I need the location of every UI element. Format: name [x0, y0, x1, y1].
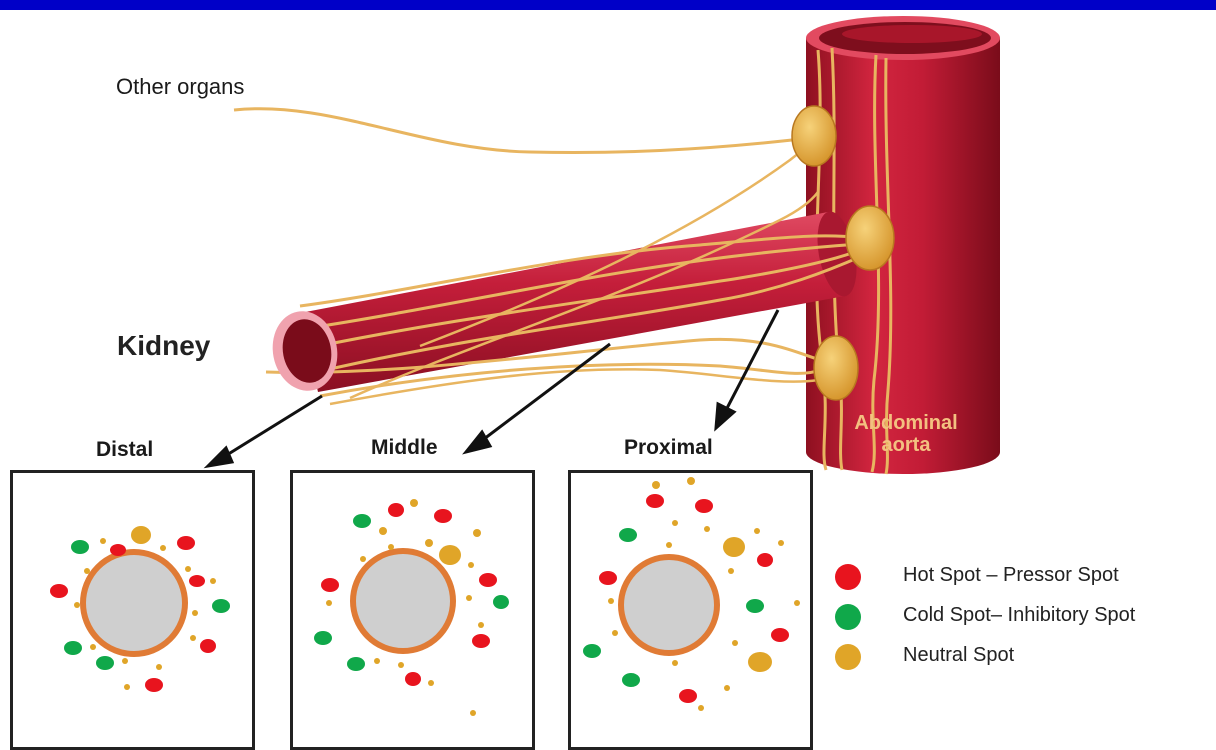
red-dot-icon [835, 564, 861, 590]
arrow-distal-head [208, 448, 232, 466]
label-abdominal-aorta: Abdominal aorta [826, 412, 986, 456]
arrow-distal [222, 396, 322, 458]
ganglion-middle [846, 206, 894, 270]
label-other-organs: Other organs [116, 74, 244, 100]
cross-section-distal [10, 470, 255, 750]
label-aorta-line2: aorta [882, 434, 931, 456]
artery-lumen [621, 557, 717, 653]
artery-lumen [353, 551, 453, 651]
label-proximal: Proximal [624, 436, 713, 460]
arrow-proximal [724, 310, 778, 414]
cross-section-proximal [568, 470, 813, 750]
proximal-diagram [571, 473, 811, 748]
legend-label-cold-spot: Cold Spot– Inhibitory Spot [903, 604, 1135, 627]
orange-dot-icon [835, 644, 861, 670]
cross-section-middle [290, 470, 535, 750]
arrow-proximal-head [716, 404, 734, 428]
green-dot-icon [835, 604, 861, 630]
legend-label-neutral-spot: Neutral Spot [903, 644, 1014, 667]
artery-lumen [83, 552, 185, 654]
label-distal: Distal [96, 438, 153, 462]
label-aorta-line1: Abdominal [854, 412, 957, 434]
ganglion-upper [792, 106, 836, 166]
legend-label-hot-spot: Hot Spot – Pressor Spot [903, 564, 1119, 587]
distal-diagram [13, 473, 253, 748]
label-middle: Middle [371, 436, 438, 460]
ganglion-lower [814, 336, 858, 400]
renal-artery [266, 142, 863, 404]
label-kidney: Kidney [117, 330, 210, 362]
middle-diagram [293, 473, 533, 748]
nerve-to-other-organs [234, 109, 792, 153]
arrow-middle-head [466, 432, 490, 452]
